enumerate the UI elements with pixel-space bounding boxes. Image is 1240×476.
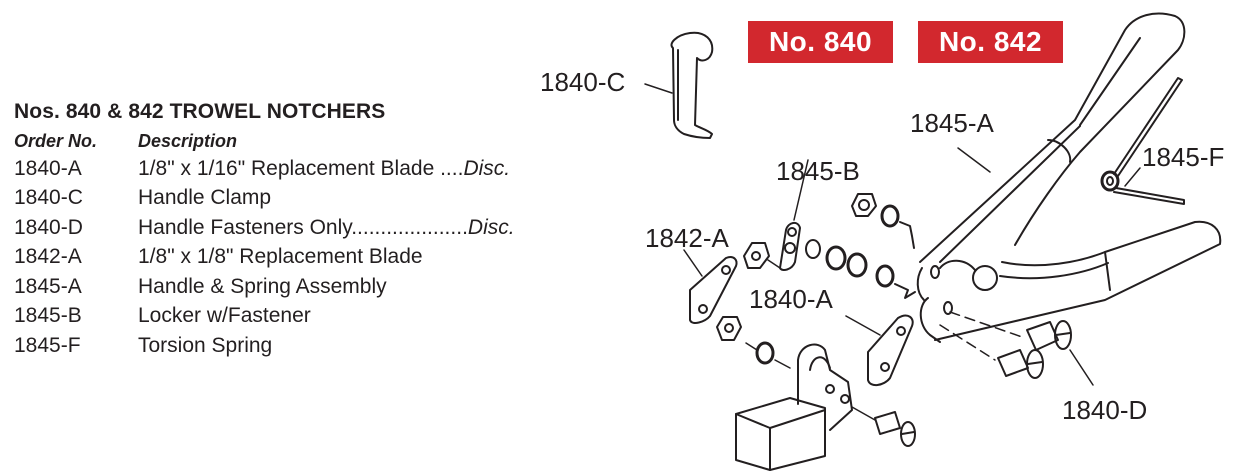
part-description: Handle Clamp xyxy=(138,186,272,210)
parts-list: Nos. 840 & 842 TROWEL NOTCHERS Order No.… xyxy=(14,100,594,361)
order-no-header: Order No. xyxy=(14,130,98,151)
parts-list-title: Nos. 840 & 842 TROWEL NOTCHERS xyxy=(14,100,386,123)
parts-list-header: Order No. Description xyxy=(14,128,594,154)
part-description: 1/8" x 1/8" Replacement Blade xyxy=(138,245,423,269)
part-row: 1840-C Handle Clamp xyxy=(14,184,594,214)
part-row: 1845-B Locker w/Fastener xyxy=(14,302,594,332)
part-row: 1845-F Torsion Spring xyxy=(14,331,594,361)
part-row: 1840-A 1/8" x 1/16" Replacement Blade ..… xyxy=(14,154,594,184)
order-no: 1845-F xyxy=(14,333,81,357)
model-badge-842: No. 842 xyxy=(918,21,1063,63)
handle-fastener-bolts-illustration xyxy=(939,311,1094,386)
handle-clamp-illustration xyxy=(644,31,714,139)
callout-1845-f: 1845-F xyxy=(1142,142,1225,172)
model-badge-840: No. 840 xyxy=(748,21,893,63)
callout-1840-c: 1840-C xyxy=(540,67,626,97)
part-description: Handle & Spring Assembly xyxy=(138,274,387,298)
torsion-spring-illustration xyxy=(1100,77,1185,205)
replacement-blade-1842a-illustration xyxy=(683,249,738,324)
part-row: 1845-A Handle & Spring Assembly xyxy=(14,272,594,302)
order-no: 1840-D xyxy=(14,215,83,239)
callout-1845-a: 1845-A xyxy=(910,108,994,138)
order-no: 1842-A xyxy=(14,245,82,269)
part-description: Locker w/Fastener xyxy=(138,304,311,328)
part-description: 1/8" x 1/16" Replacement Blade .... xyxy=(138,156,464,180)
part-description: Handle Fasteners Only...................… xyxy=(138,215,468,239)
order-no: 1845-B xyxy=(14,304,82,328)
part-description: Torsion Spring xyxy=(138,333,273,357)
discontinued-note: Disc. xyxy=(467,215,515,239)
replacement-blade-1840a-illustration xyxy=(845,314,914,386)
callout-1842-a: 1842-A xyxy=(645,223,729,253)
notcher-head-block-illustration xyxy=(716,316,916,471)
part-row: 1840-D Handle Fasteners Only............… xyxy=(14,213,594,243)
callout-1845-b: 1845-B xyxy=(776,156,860,186)
description-header: Description xyxy=(138,130,238,151)
order-no: 1845-A xyxy=(14,274,82,298)
callout-1840-d: 1840-D xyxy=(1062,395,1148,425)
order-no: 1840-A xyxy=(14,156,82,180)
discontinued-note: Disc. xyxy=(463,156,511,180)
part-row: 1842-A 1/8" x 1/8" Replacement Blade xyxy=(14,243,594,273)
order-no: 1840-C xyxy=(14,186,83,210)
callout-1840-a: 1840-A xyxy=(749,284,833,314)
